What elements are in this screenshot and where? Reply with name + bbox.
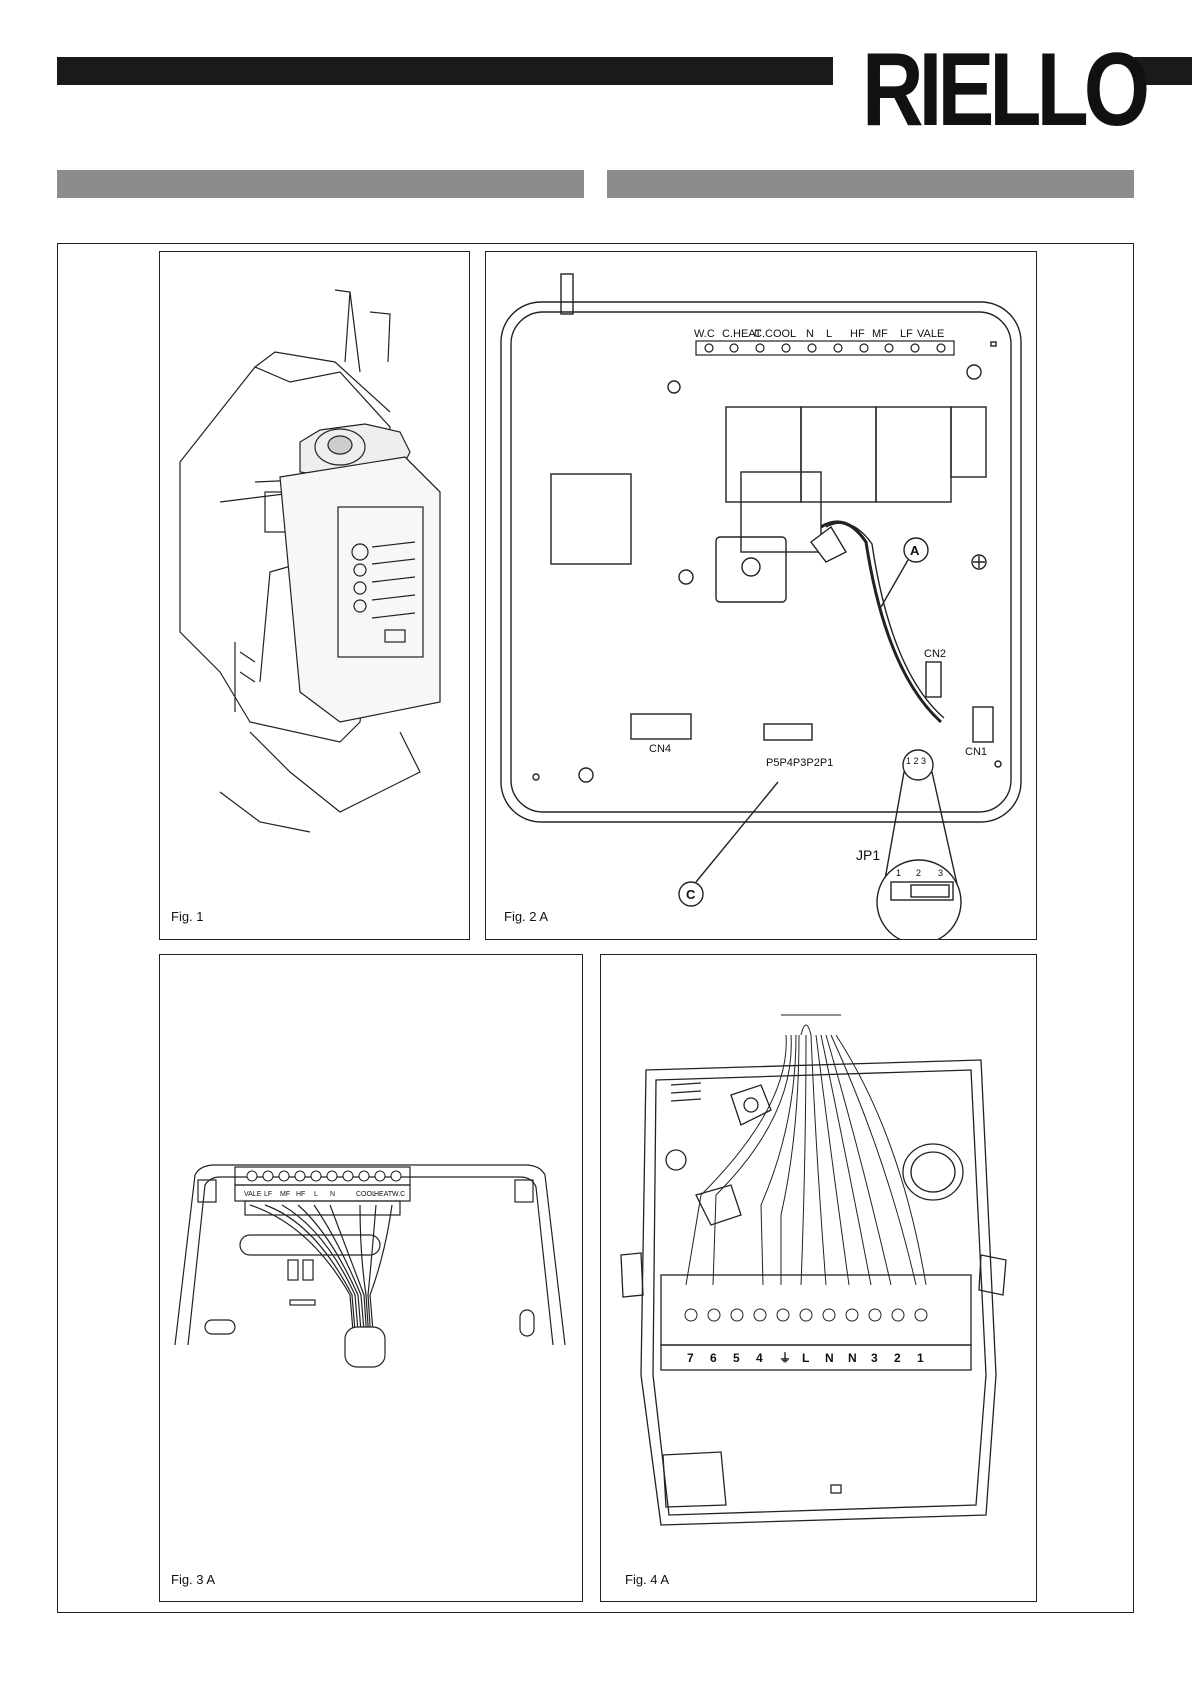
cn4-label: CN4 (649, 743, 671, 755)
terminal-label: VALE (244, 1191, 262, 1198)
terminal-label: L (826, 328, 832, 340)
figure-3a-panel: VALE LF MF HF L N COOL HEAT W.C Fig. 3 A (159, 954, 583, 1602)
wiring-terminal-diagram: VALE LF MF HF L N COOL HEAT W.C (160, 955, 582, 1601)
terminal-number: 2 (894, 1351, 901, 1365)
terminal-label: N (330, 1191, 335, 1198)
cn2-label: CN2 (924, 648, 946, 660)
terminal-label: VALE (917, 328, 944, 340)
terminal-number: N (825, 1351, 834, 1365)
figure-4a-panel: 7 6 5 4 ⏚ L N N 3 2 1 Fig. 4 A (600, 954, 1037, 1602)
jp1-pin-label: 1 (896, 868, 901, 878)
burner-control-box-illustration (160, 252, 469, 939)
brand-logo: RIELLO (862, 40, 1065, 140)
terminal-label: W.C (694, 328, 715, 340)
terminal-label: N (806, 328, 814, 340)
terminal-label: COOL (356, 1191, 376, 1198)
terminal-label: LF (900, 328, 913, 340)
figure-1-panel: Fig. 1 (159, 251, 470, 940)
jp1-pin-label: 2 (916, 868, 921, 878)
terminal-label: HEAT (374, 1191, 393, 1198)
figure-2a-caption: Fig. 2 A (504, 909, 548, 924)
terminal-block-wiring-illustration: 7 6 5 4 ⏚ L N N 3 2 1 (601, 955, 1036, 1601)
circuit-board-diagram: W.C C.HEAT C.COOL N L HF MF LF VALE A C … (486, 252, 1036, 939)
section-bar-right (607, 170, 1134, 198)
terminal-label: LF (264, 1191, 272, 1198)
section-bar-left (57, 170, 584, 198)
figure-2a-panel: W.C C.HEAT C.COOL N L HF MF LF VALE A C … (485, 251, 1037, 940)
callout-c-label: C (686, 887, 696, 902)
terminal-label: L (314, 1191, 318, 1198)
terminal-label: HF (296, 1191, 305, 1198)
figure-1-caption: Fig. 1 (171, 909, 204, 924)
terminal-label: HF (850, 328, 865, 340)
cn1-label: CN1 (965, 746, 987, 758)
callout-a-label: A (910, 543, 920, 558)
figure-3a-caption: Fig. 3 A (171, 1572, 215, 1587)
terminal-number: 4 (756, 1351, 763, 1365)
terminal-number: 5 (733, 1351, 740, 1365)
terminal-number: 7 (687, 1351, 694, 1365)
terminal-number: 1 (917, 1351, 924, 1365)
ground-symbol: ⏚ (779, 1351, 791, 1365)
terminal-number: 6 (710, 1351, 717, 1365)
header-bar-left (57, 57, 833, 85)
jp1-label: JP1 (856, 847, 880, 863)
terminal-number: L (802, 1351, 809, 1365)
jp1-pin-label: 3 (938, 868, 943, 878)
terminal-number: N (848, 1351, 857, 1365)
terminal-label: MF (872, 328, 888, 340)
p-pins-label: P5P4P3P2P1 (766, 757, 833, 769)
terminal-number: 3 (871, 1351, 878, 1365)
jp1-small-label: 1 2 3 (906, 756, 926, 766)
terminal-label: C.COOL (754, 328, 796, 340)
figure-4a-caption: Fig. 4 A (625, 1572, 669, 1587)
terminal-label: W.C (392, 1191, 405, 1198)
terminal-label: MF (280, 1191, 290, 1198)
terminal-strip (696, 341, 954, 355)
